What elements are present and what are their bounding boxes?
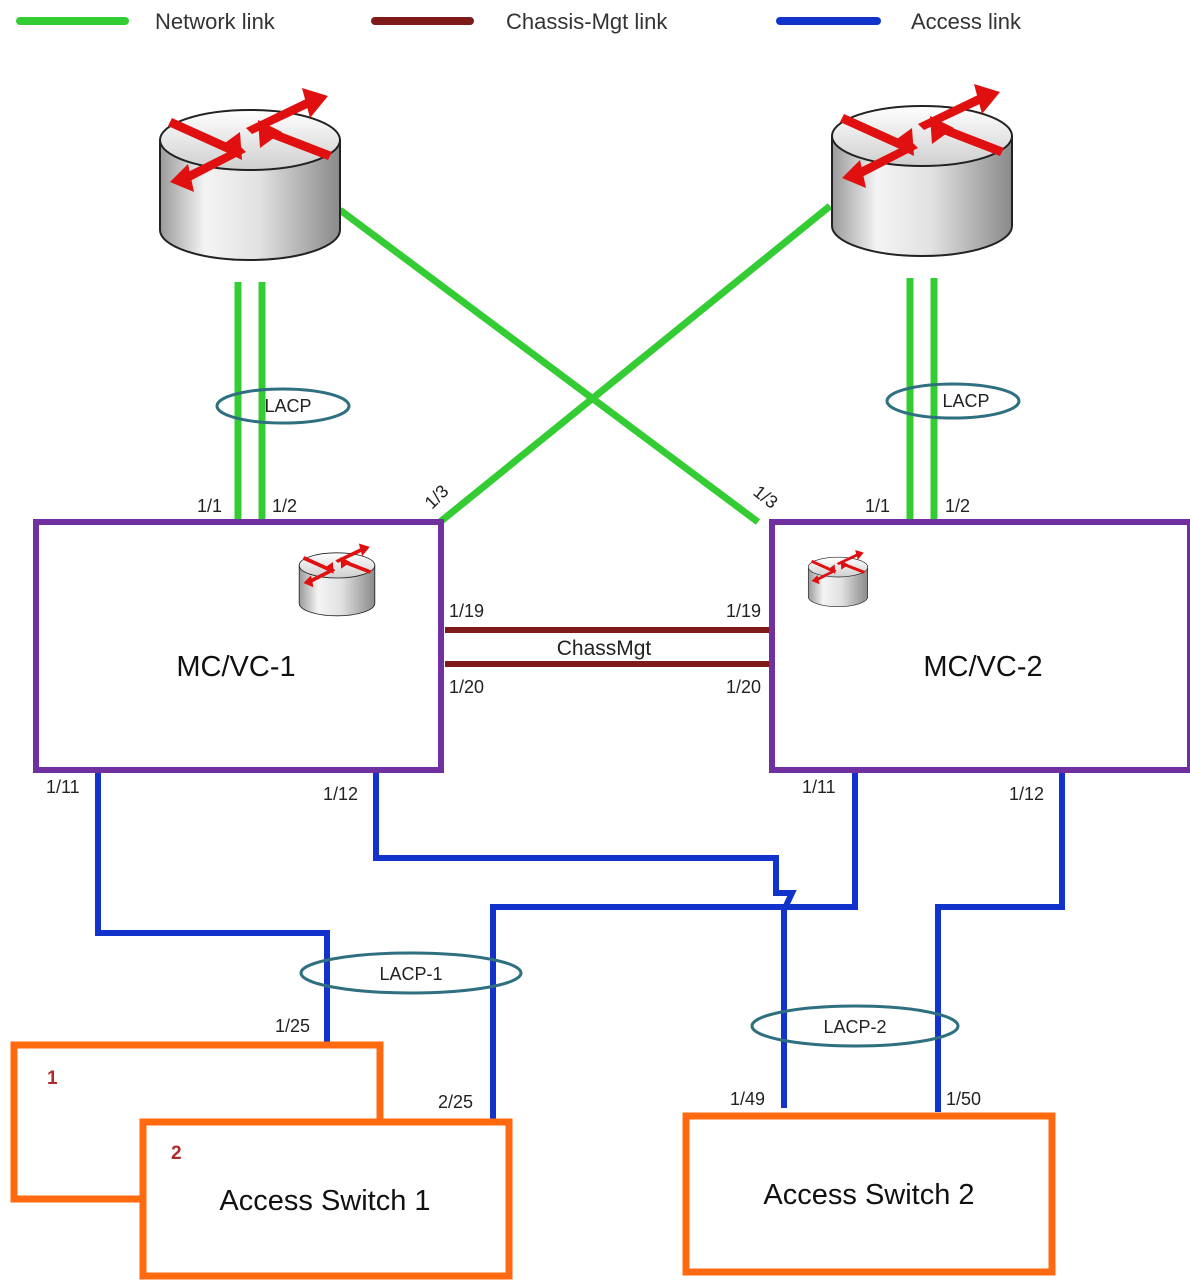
legend-chassis-label: Chassis-Mgt link xyxy=(506,9,668,34)
port-as1-2-25: 2/25 xyxy=(438,1092,473,1112)
port-vc2-1-11: 1/11 xyxy=(802,777,836,797)
access-switch2-box xyxy=(682,1112,1056,1276)
lacp-right-label: LACP xyxy=(942,391,989,411)
access-link-vc2-12 xyxy=(935,773,1065,1112)
port-vc1-1-1: 1/1 xyxy=(197,496,222,516)
access-switch1-badge-2: 2 xyxy=(171,1143,182,1164)
lacp1-ellipse xyxy=(299,951,523,995)
port-vc2-1-2: 1/2 xyxy=(945,496,970,516)
port-vc2-1-1: 1/1 xyxy=(865,496,890,516)
access-link-vc2-11 xyxy=(490,773,858,1120)
port-vc1-1-2: 1/2 xyxy=(272,496,297,516)
access-switch1-badge-1: 1 xyxy=(47,1068,58,1089)
router-icon-left xyxy=(159,87,341,261)
port-vc1-1-3: 1/3 xyxy=(421,481,453,513)
access-links xyxy=(95,773,1065,1120)
legend-network-label: Network link xyxy=(155,9,276,34)
port-as1-1-25: 1/25 xyxy=(275,1016,310,1036)
port-as2-1-50: 1/50 xyxy=(946,1089,981,1109)
mcvc1-label: MC/VC-1 xyxy=(176,651,295,683)
lacp2-label: LACP-2 xyxy=(823,1017,886,1037)
legend-access-label: Access link xyxy=(911,9,1022,34)
port-as2-1-49: 1/49 xyxy=(730,1089,765,1109)
access-link-vc1-11 xyxy=(95,773,330,1042)
mcvc1-box xyxy=(33,519,444,773)
lacp-left-label: LACP xyxy=(264,396,311,416)
port-vc1-1-12: 1/12 xyxy=(323,784,358,804)
port-vc2-1-19: 1/19 xyxy=(726,601,761,621)
lacp2-ellipse xyxy=(750,1004,960,1048)
lacp1-label: LACP-1 xyxy=(379,964,442,984)
chassmgt-label: ChassMgt xyxy=(557,637,652,660)
port-vc2-1-20: 1/20 xyxy=(726,677,761,697)
lacp-right-ellipse xyxy=(885,382,1021,420)
network-link-cross-a xyxy=(337,207,761,525)
port-vc2-1-3: 1/3 xyxy=(750,481,782,512)
router-icon-right xyxy=(831,83,1013,257)
access-link-vc1-12 xyxy=(373,773,797,1108)
network-link-cross-b xyxy=(437,203,833,525)
port-vc2-1-12: 1/12 xyxy=(1009,784,1044,804)
port-vc1-1-20: 1/20 xyxy=(449,677,484,697)
port-vc1-1-19: 1/19 xyxy=(449,601,484,621)
access-switch1-label: Access Switch 1 xyxy=(219,1185,430,1217)
mcvc2-label: MC/VC-2 xyxy=(923,651,1042,683)
lacp-left-ellipse xyxy=(215,387,351,425)
access-switch2-label: Access Switch 2 xyxy=(763,1179,974,1211)
port-vc1-1-11: 1/11 xyxy=(46,777,80,797)
network-links xyxy=(234,203,938,525)
access-switch1-member2-box xyxy=(139,1118,513,1280)
